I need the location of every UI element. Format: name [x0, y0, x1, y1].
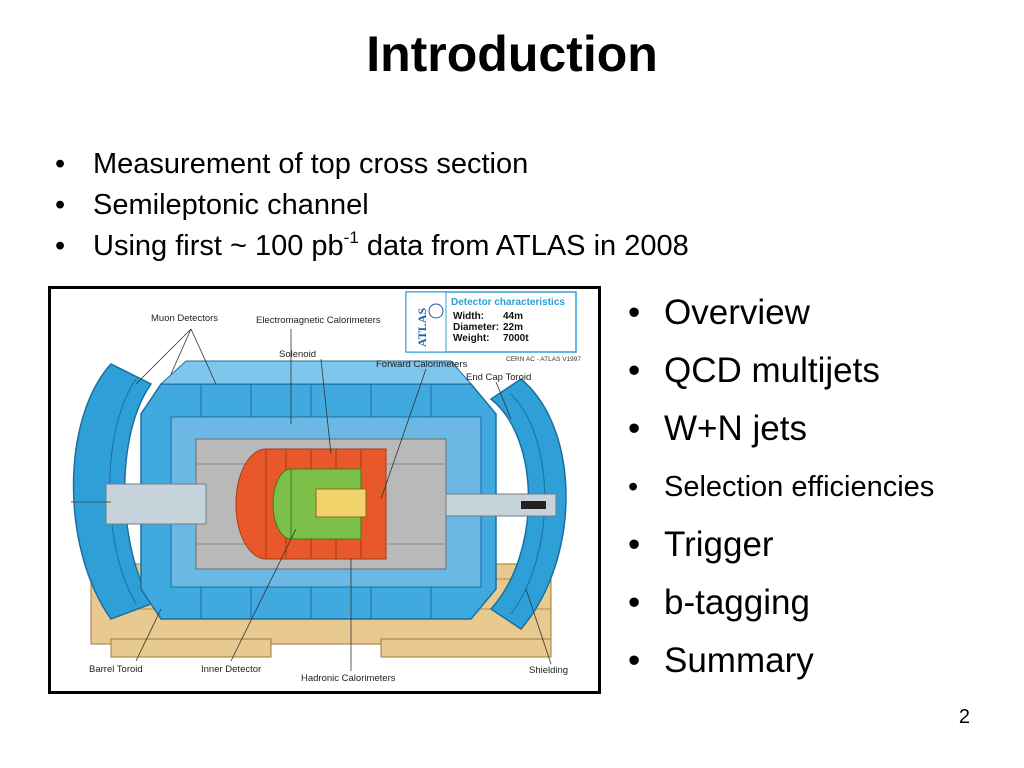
- atlas-logo: ATLAS: [415, 308, 429, 347]
- outline-item-qcd-multijets: QCD multijets: [628, 342, 934, 400]
- label-barrel-toroid: Barrel Toroid: [89, 664, 143, 675]
- label-shielding: Shielding: [529, 665, 568, 676]
- outline-label: Selection efficiencies: [664, 471, 935, 503]
- atlas-detector-figure: Muon Detectors Electromagnetic Calorimet…: [48, 286, 601, 694]
- outline-list: Overview QCD multijets W+N jets Selectio…: [628, 284, 934, 690]
- outline-label: Trigger: [664, 525, 774, 564]
- outline-item-w-n-jets: W+N jets: [628, 400, 934, 458]
- outline-label: Overview: [664, 293, 810, 332]
- label-hadronic-calorimeters: Hadronic Calorimeters: [301, 673, 396, 684]
- slide-title: Introduction: [366, 26, 658, 82]
- outline-item-b-tagging: b-tagging: [628, 574, 934, 632]
- characteristics-heading: Detector characteristics: [451, 297, 565, 308]
- char-key-weight: Weight:: [453, 333, 489, 344]
- bullet-item: Using first ~ 100 pb-1 data from ATLAS i…: [55, 226, 689, 267]
- figure-credit: CERN AC - ATLAS V1997: [506, 356, 581, 363]
- char-value-diameter: 22m: [503, 322, 523, 333]
- bullet-text: data from ATLAS in 2008: [358, 230, 689, 262]
- top-bullet-list: Measurement of top cross section Semilep…: [55, 144, 689, 267]
- bullet-item: Measurement of top cross section: [55, 144, 689, 185]
- outline-label: W+N jets: [664, 409, 807, 448]
- outline-item-overview: Overview: [628, 284, 934, 342]
- bullet-text: Measurement of top cross section: [93, 148, 529, 180]
- outline-label: b-tagging: [664, 583, 810, 622]
- char-value-width: 44m: [503, 311, 523, 322]
- bullet-text: Semileptonic channel: [93, 189, 369, 221]
- beam-pipe: [71, 483, 557, 525]
- bullet-item: Semileptonic channel: [55, 185, 689, 226]
- label-inner-detector: Inner Detector: [201, 664, 261, 675]
- atlas-logo-icon: [428, 303, 444, 319]
- outline-item-trigger: Trigger: [628, 516, 934, 574]
- page-number: 2: [958, 706, 970, 728]
- char-key-width: Width:: [453, 311, 484, 322]
- char-value-weight: 7000t: [503, 333, 529, 344]
- outline-label: QCD multijets: [664, 351, 880, 390]
- outline-item-selection-efficiencies: Selection efficiencies: [628, 458, 934, 516]
- label-em-calorimeters: Electromagnetic Calorimeters: [256, 315, 381, 326]
- inner-detector: [272, 468, 367, 540]
- outline-item-summary: Summary: [628, 632, 934, 690]
- bullet-text: Using first ~ 100 pb: [93, 230, 344, 262]
- outline-label: Summary: [664, 641, 814, 680]
- label-leaders: [135, 328, 552, 671]
- bullet-superscript: -1: [343, 228, 359, 247]
- label-solenoid: Solenoid: [279, 349, 316, 360]
- label-muon-detectors: Muon Detectors: [151, 313, 218, 324]
- label-forward-calorimeters: Forward Calorimeters: [376, 359, 468, 370]
- atlas-detector-diagram: Muon Detectors Electromagnetic Calorimet…: [71, 291, 581, 684]
- char-key-diameter: Diameter:: [453, 322, 499, 333]
- detector-characteristics-box: ATLAS Detector characteristics Width: 44…: [405, 291, 581, 363]
- label-end-cap-toroid: End Cap Toroid: [466, 372, 531, 383]
